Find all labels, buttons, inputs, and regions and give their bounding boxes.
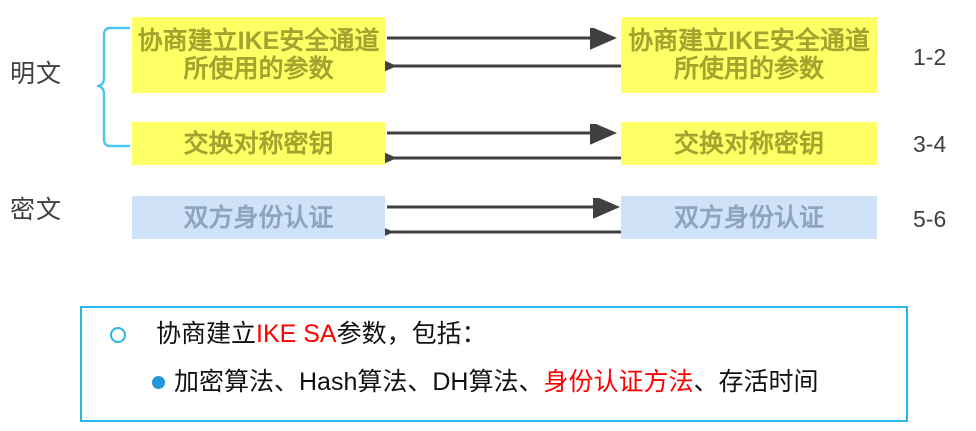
solid-dot-bullet-icon (152, 376, 165, 389)
message-box-right-row3: 双方身份认证 (621, 196, 877, 239)
note-line-1-suffix: 参数，包括： (336, 320, 487, 348)
arrow-pair-row3 (367, 195, 623, 244)
hollow-circle-bullet-icon (110, 326, 126, 343)
step-number-row3: 5-6 (913, 206, 947, 232)
note-line-2-highlight: 身份认证方法 (543, 368, 694, 396)
step-number-row1: 1-2 (913, 44, 947, 70)
note-panel: 协商建立IKE SA参数，包括： 加密算法、Hash算法、DH算法、身份认证方法… (80, 306, 908, 422)
step-number-row2: 3-4 (913, 131, 947, 157)
row-label-ciphertext: 密文 (10, 196, 63, 224)
note-line-2-text: 加密算法、Hash算法、DH算法、身份认证方法、存活时间 (174, 370, 819, 395)
row-label-plaintext: 明文 (10, 60, 63, 88)
message-box-left-row3: 双方身份认证 (132, 196, 385, 239)
note-line-1-prefix: 协商建立 (156, 320, 257, 348)
note-line-2-prefix: 加密算法、Hash算法、DH算法、 (174, 368, 544, 396)
message-box-right-row1: 协商建立IKE安全通道所使用的参数 (621, 17, 877, 93)
note-line-1-highlight: IKE SA (256, 320, 337, 348)
note-line-2-suffix: 、存活时间 (693, 368, 819, 396)
arrow-pair-row1 (370, 26, 623, 82)
note-line-1-text: 协商建立IKE SA参数，包括： (156, 322, 487, 347)
note-bullet-line-2: 加密算法、Hash算法、DH算法、身份认证方法、存活时间 (152, 370, 819, 395)
message-box-right-row2: 交换对称密钥 (621, 122, 877, 165)
plaintext-group-brace (96, 26, 131, 148)
arrow-pair-row2 (370, 121, 623, 170)
message-box-left-row2: 交换对称密钥 (132, 122, 385, 165)
message-box-left-row1: 协商建立IKE安全通道所使用的参数 (132, 17, 385, 93)
note-bullet-line-1: 协商建立IKE SA参数，包括： (110, 322, 487, 347)
